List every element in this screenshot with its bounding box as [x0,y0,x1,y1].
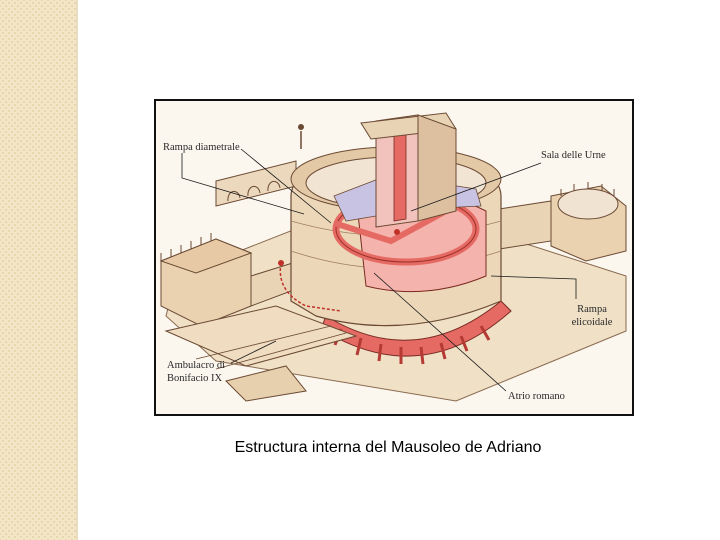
leader-lines [181,148,577,392]
cutaway-interior [278,112,487,312]
label-sala-delle-urne: Sala delle Urne [541,150,606,161]
label-ambulacro: Ambulacro di Bonifacio IX [167,360,226,384]
ambulacro-walls [164,305,358,402]
mausoleum-drawing [156,101,632,414]
label-rampa-elicoidale: Rampa elicoidale [571,304,613,328]
label-rampa-diametrale: Rampa diametrale [163,142,240,153]
red-foundation [320,300,512,365]
left-bastion [159,233,253,327]
sidebar-edge [76,0,78,540]
right-bastion [550,182,627,262]
decorative-sidebar [0,0,78,540]
figure-caption: Estructura interna del Mausoleo de Adria… [234,439,542,456]
mausoleum-illustration: Rampa diametrale Sala delle Urne Rampa e… [154,99,634,416]
label-atrio-romano: Atrio romano [508,391,565,402]
